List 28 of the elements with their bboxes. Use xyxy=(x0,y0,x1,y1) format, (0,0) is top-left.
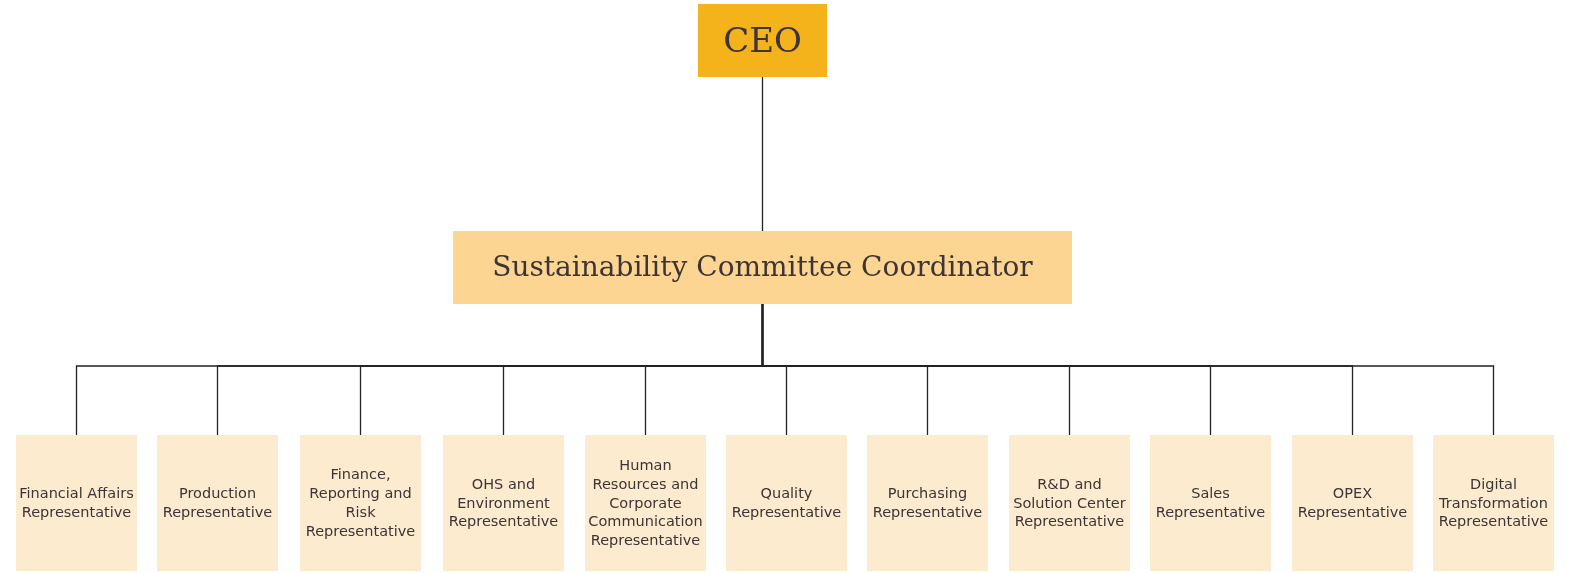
org-box xyxy=(1150,435,1271,571)
org-box xyxy=(453,231,1072,304)
org-box xyxy=(1292,435,1413,571)
role-title: Sustainability Committee Coordinator xyxy=(492,249,1033,286)
role-title: CEO xyxy=(723,19,802,63)
role-title: Finance, Reporting and Risk Representative xyxy=(304,465,417,541)
role-title: OPEX Representative xyxy=(1296,484,1409,522)
org-box xyxy=(1009,435,1130,571)
role-title: Digital Transformation Representative xyxy=(1437,474,1550,532)
connector-line xyxy=(761,303,1495,436)
org-box xyxy=(726,435,847,571)
org-box xyxy=(867,435,988,571)
role-title: Sales Representative xyxy=(1154,484,1267,522)
org-box xyxy=(300,435,421,571)
role-title: R&D and Solution Center Representative xyxy=(1012,474,1127,532)
role-title: Financial Affairs Representative xyxy=(18,484,135,522)
role-title: Production Representative xyxy=(161,484,274,522)
role-title: OHS and Environment Representative xyxy=(447,474,560,532)
org-box xyxy=(585,435,706,571)
org-box xyxy=(16,435,137,571)
role-title: Human Resources and Corporate Communication Representative xyxy=(587,455,704,551)
org-box xyxy=(1433,435,1554,571)
org-box xyxy=(698,4,827,77)
role-title: Purchasing Representative xyxy=(871,484,984,522)
org-box xyxy=(443,435,564,571)
role-title: Quality Representative xyxy=(730,484,843,522)
connector-line xyxy=(761,76,764,232)
org-box xyxy=(157,435,278,571)
